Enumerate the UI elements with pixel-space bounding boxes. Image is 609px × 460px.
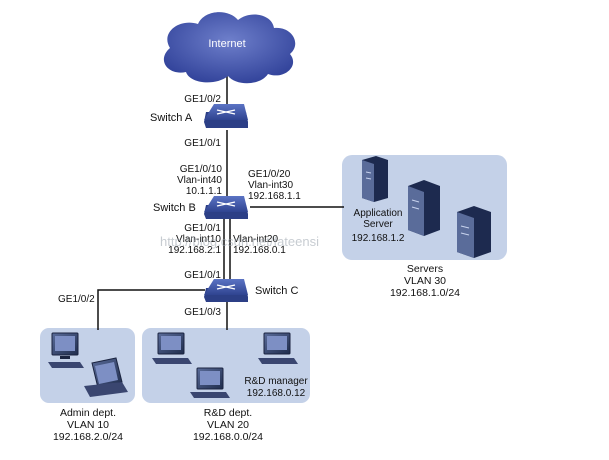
application-server[interactable] — [362, 156, 388, 202]
switch-b-server-ip: 192.168.1.1 — [248, 191, 301, 202]
switch-b-admin-vlanif: Vlan-int10 — [176, 234, 221, 245]
watermark: http://blog.csdn.net/fateensi — [160, 234, 319, 249]
servers-group-name: Servers — [407, 263, 443, 275]
server-3[interactable] — [457, 206, 491, 258]
switch-c-admin-port: GE1/0/2 — [58, 294, 95, 305]
switch-a-uplink-port: GE1/0/2 — [184, 94, 221, 105]
app-server-label-2: Server — [363, 219, 393, 230]
rd-manager-ip: 192.168.0.12 — [247, 388, 306, 399]
app-server-label-1: Application — [354, 208, 403, 219]
internet-cloud: Internet — [163, 12, 296, 84]
switch-b-uplink-ip: 10.1.1.1 — [186, 186, 223, 197]
rd-dept-vlan: VLAN 20 — [207, 419, 249, 431]
app-server-ip: 192.168.1.2 — [352, 233, 405, 244]
switch-b[interactable] — [204, 196, 248, 219]
servers-vlan: VLAN 30 — [404, 275, 446, 287]
rd-host-1[interactable] — [152, 332, 192, 364]
switch-c-arrows-icon — [216, 284, 236, 290]
rd-manager-host[interactable] — [258, 332, 298, 364]
switch-b-uplink-port: GE1/0/10 — [180, 164, 223, 175]
switch-a[interactable] — [204, 104, 248, 128]
rd-dept-subnet: 192.168.0.0/24 — [193, 431, 263, 443]
server-2[interactable] — [408, 180, 440, 236]
switch-c-name: Switch C — [255, 285, 298, 297]
link-switch-c-admin — [97, 289, 205, 330]
servers-subnet: 192.168.1.0/24 — [390, 287, 460, 299]
switch-b-name: Switch B — [153, 202, 196, 214]
switch-b-arrows-icon — [216, 201, 236, 207]
switch-c-rd-port: GE1/0/3 — [184, 307, 221, 318]
rd-manager-label: R&D manager — [244, 376, 308, 387]
switch-b-server-vlanif: Vlan-int30 — [248, 180, 293, 191]
internet-label: Internet — [208, 38, 245, 50]
admin-desktop[interactable] — [48, 332, 84, 368]
admin-dept-subnet: 192.168.2.0/24 — [53, 431, 123, 443]
switch-c[interactable] — [204, 279, 248, 302]
rd-host-2[interactable] — [190, 367, 230, 398]
switch-b-rd-vlanif: Vlan-int20 — [233, 234, 278, 245]
switch-b-server-port: GE1/0/20 — [248, 169, 291, 180]
admin-laptop[interactable] — [84, 357, 128, 397]
cloud-icon — [163, 12, 296, 84]
switch-b-admin-ip: 192.168.2.1 — [168, 245, 221, 256]
switch-b-rd-ip: 192.168.0.1 — [233, 245, 286, 256]
switch-b-uplink-vlanif: Vlan-int40 — [177, 175, 222, 186]
switch-b-admin-port: GE1/0/1 — [184, 223, 221, 234]
admin-dept-vlan: VLAN 10 — [67, 419, 109, 431]
rd-dept-name: R&D dept. — [204, 407, 252, 419]
switch-a-downlink-port: GE1/0/1 — [184, 138, 221, 149]
switch-c-uplink-port: GE1/0/1 — [184, 270, 221, 281]
links — [97, 75, 344, 330]
switch-a-arrows-icon — [216, 109, 236, 115]
admin-dept-name: Admin dept. — [60, 407, 116, 419]
switch-a-name: Switch A — [150, 112, 193, 124]
